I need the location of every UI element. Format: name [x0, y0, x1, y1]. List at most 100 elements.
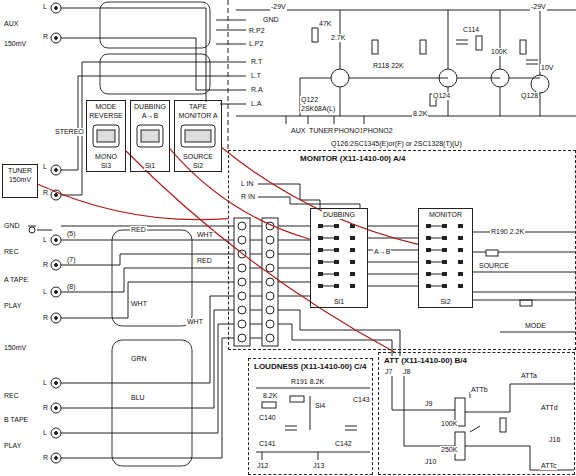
schematic-label: WHT — [196, 231, 214, 239]
wire — [262, 452, 263, 460]
wire — [250, 282, 262, 283]
jack-terminal — [51, 3, 61, 13]
schematic-label: B TAPE — [3, 416, 29, 424]
schematic-label: Q122 — [300, 96, 319, 104]
jack-terminal — [51, 428, 61, 438]
shielded-cable — [100, 2, 210, 48]
jack-pin — [55, 194, 58, 197]
resistor-symbol — [520, 40, 526, 54]
wire — [286, 116, 287, 124]
wire — [250, 296, 262, 297]
switch-contact — [350, 248, 355, 252]
schematic-label: J8 — [402, 368, 411, 376]
connector-pin — [266, 250, 274, 258]
schematic-label: J12 — [256, 462, 269, 470]
schematic-label: 2SK68A(L) — [300, 105, 336, 113]
schematic-label: (7) — [66, 256, 77, 264]
schematic-label: J16 — [548, 436, 561, 444]
connector-pin — [238, 334, 246, 342]
board-edge — [228, 0, 229, 150]
wire — [500, 332, 576, 333]
schematic-label: AUX — [3, 20, 19, 28]
wire — [431, 226, 442, 227]
schematic-label: J10 — [424, 458, 437, 466]
wire — [431, 250, 442, 251]
schematic-label: R — [42, 404, 49, 412]
switch-label: TAPE MONITOR A — [176, 102, 220, 120]
wire — [500, 10, 501, 69]
resistor-symbol — [312, 28, 318, 42]
schematic-label: 100K — [440, 420, 458, 428]
shielded-cable — [112, 340, 192, 466]
transistor-symbol — [331, 69, 349, 87]
switch-contact — [334, 284, 339, 288]
switch-box: DUBBINGA→BSi1 — [130, 100, 170, 172]
switch-label: MODE REVERSE — [88, 102, 124, 120]
jack-terminal — [51, 287, 61, 297]
board-title: LOUDNESS (X11-1410-00) C/4 — [253, 362, 368, 372]
switch-contact — [334, 248, 339, 252]
switch-contact — [442, 272, 447, 276]
connector-pin — [266, 320, 274, 328]
connector-pin — [266, 292, 274, 300]
switch-label: DUBBING — [322, 210, 356, 219]
switch-box: TAPE MONITOR ASOURCESi2 — [174, 100, 222, 172]
schematic-label: L.T — [250, 72, 262, 80]
schematic-label: -29V — [270, 3, 287, 11]
switch-contact — [442, 284, 447, 288]
connector-pin — [238, 222, 246, 230]
wire — [61, 76, 246, 170]
wire — [431, 238, 442, 239]
schematic-label: 10V — [540, 64, 554, 72]
wire — [37, 230, 52, 231]
wire — [216, 20, 246, 21]
connector-pin — [266, 306, 274, 314]
connector-pin — [266, 278, 274, 286]
schematic-label: L — [42, 3, 48, 11]
switch-contact — [458, 284, 463, 288]
wire — [216, 44, 246, 45]
switch-contact — [318, 224, 323, 228]
switch-knob — [185, 130, 211, 142]
schematic-label: PHONO1 — [333, 127, 365, 135]
connector-pin — [238, 292, 246, 300]
switch-label: 150mV — [8, 175, 32, 184]
wire — [323, 250, 334, 251]
wire — [61, 338, 234, 458]
schematic-label: SOURCE — [478, 262, 510, 270]
schematic-label: MODE — [524, 322, 547, 330]
capacitor-symbol — [285, 426, 297, 427]
schematic-label: R — [42, 454, 49, 462]
schematic-label: R.A — [250, 86, 264, 94]
wire — [61, 324, 234, 433]
switch-contact — [442, 224, 447, 228]
wire — [368, 286, 418, 287]
connector-pin — [238, 306, 246, 314]
switch-knob — [141, 130, 159, 142]
wire — [323, 262, 334, 263]
switch-contact — [458, 224, 463, 228]
switch-label: DUBBING — [133, 102, 167, 111]
switch-contact — [318, 248, 323, 252]
jack-terminal — [51, 378, 61, 388]
schematic-label: J9 — [424, 400, 433, 408]
switch-label: Si2 — [439, 297, 451, 306]
connector-pin — [266, 236, 274, 244]
schematic-label: ATTa — [520, 372, 538, 380]
resistor-symbol — [290, 396, 304, 402]
wire — [392, 376, 455, 410]
schematic-label: J13 — [312, 462, 325, 470]
schematic-label: 8.2K — [262, 392, 278, 400]
schematic-label: 150mV — [3, 40, 27, 48]
switch-label: Si1 — [333, 297, 345, 306]
wire — [61, 254, 234, 265]
connector-pin — [238, 320, 246, 328]
schematic-label: R — [42, 33, 49, 41]
capacitor-symbol — [345, 430, 357, 431]
resistor-symbol — [520, 300, 532, 306]
schematic-label: GRN — [130, 355, 148, 363]
switch-contact — [318, 272, 323, 276]
wire — [465, 446, 574, 470]
connector-pin — [238, 278, 246, 286]
